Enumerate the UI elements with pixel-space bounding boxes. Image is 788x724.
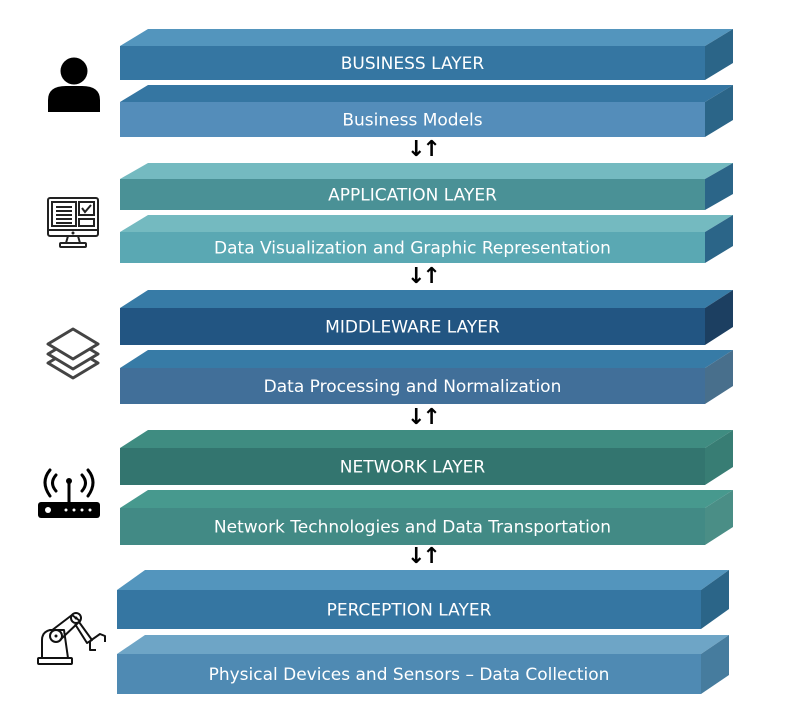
bidirectional-arrow: ↓↑: [407, 264, 441, 289]
block-side-face: [705, 85, 733, 137]
layer-title: MIDDLEWARE LAYER: [325, 318, 500, 338]
bidirectional-arrow: ↓↑: [407, 137, 441, 162]
block-front-face: [117, 590, 701, 629]
layer-description: Physical Devices and Sensors – Data Coll…: [209, 665, 610, 685]
block-front-face: [120, 179, 705, 210]
layer-block-business-detail: Business Models: [120, 85, 733, 137]
block-front-face: [120, 102, 705, 137]
block-top-face: [117, 570, 729, 590]
block-side-face: [705, 163, 733, 210]
robot-arm-icon: [37, 612, 106, 665]
bidirectional-arrow: ↓↑: [407, 544, 441, 569]
block-side-face: [705, 29, 733, 80]
block-front-face: [120, 508, 705, 545]
block-top-face: [120, 163, 733, 179]
monitor-dashboard-icon: [47, 197, 99, 248]
bidirectional-arrow: ↓↑: [407, 405, 441, 430]
block-front-face: [120, 448, 705, 485]
block-side-face: [701, 635, 729, 694]
layer-block-perception: PERCEPTION LAYER: [117, 570, 729, 629]
layer-title: NETWORK LAYER: [340, 458, 486, 478]
layer-block-application: APPLICATION LAYER: [120, 163, 733, 210]
layer-title: APPLICATION LAYER: [328, 186, 497, 206]
block-side-face: [705, 430, 733, 485]
block-top-face: [120, 290, 733, 308]
layer-description: Network Technologies and Data Transporta…: [214, 518, 611, 538]
block-front-face: [120, 308, 705, 345]
layer-block-network-detail: Network Technologies and Data Transporta…: [120, 490, 733, 545]
layer-title: BUSINESS LAYER: [341, 54, 485, 74]
block-top-face: [120, 490, 733, 508]
layer-description: Data Visualization and Graphic Represent…: [214, 239, 611, 259]
block-top-face: [120, 85, 733, 102]
layer-block-business: BUSINESS LAYER: [120, 29, 733, 80]
layer-block-application-detail: Data Visualization and Graphic Represent…: [120, 215, 733, 263]
layer-block-network: NETWORK LAYER: [120, 430, 733, 485]
block-side-face: [701, 570, 729, 629]
block-top-face: [120, 215, 733, 232]
block-side-face: [705, 215, 733, 263]
layer-title: PERCEPTION LAYER: [327, 601, 492, 621]
block-top-face: [120, 430, 733, 448]
layers-stack-icon: [46, 327, 100, 380]
block-front-face: [120, 368, 705, 404]
layer-description: Business Models: [342, 111, 482, 131]
block-top-face: [117, 635, 729, 654]
block-side-face: [705, 290, 733, 345]
wifi-router-icon: [38, 468, 100, 518]
block-side-face: [705, 490, 733, 545]
layer-block-perception-detail: Physical Devices and Sensors – Data Coll…: [117, 635, 729, 694]
person-icon: [48, 57, 100, 112]
block-front-face: [120, 232, 705, 263]
layer-block-middleware-detail: Data Processing and Normalization: [120, 350, 733, 404]
block-top-face: [120, 350, 733, 368]
block-front-face: [117, 654, 701, 694]
layer-block-middleware: MIDDLEWARE LAYER: [120, 290, 733, 345]
layer-description: Data Processing and Normalization: [264, 377, 562, 397]
block-top-face: [120, 29, 733, 46]
block-side-face: [705, 350, 733, 404]
block-front-face: [120, 46, 705, 80]
